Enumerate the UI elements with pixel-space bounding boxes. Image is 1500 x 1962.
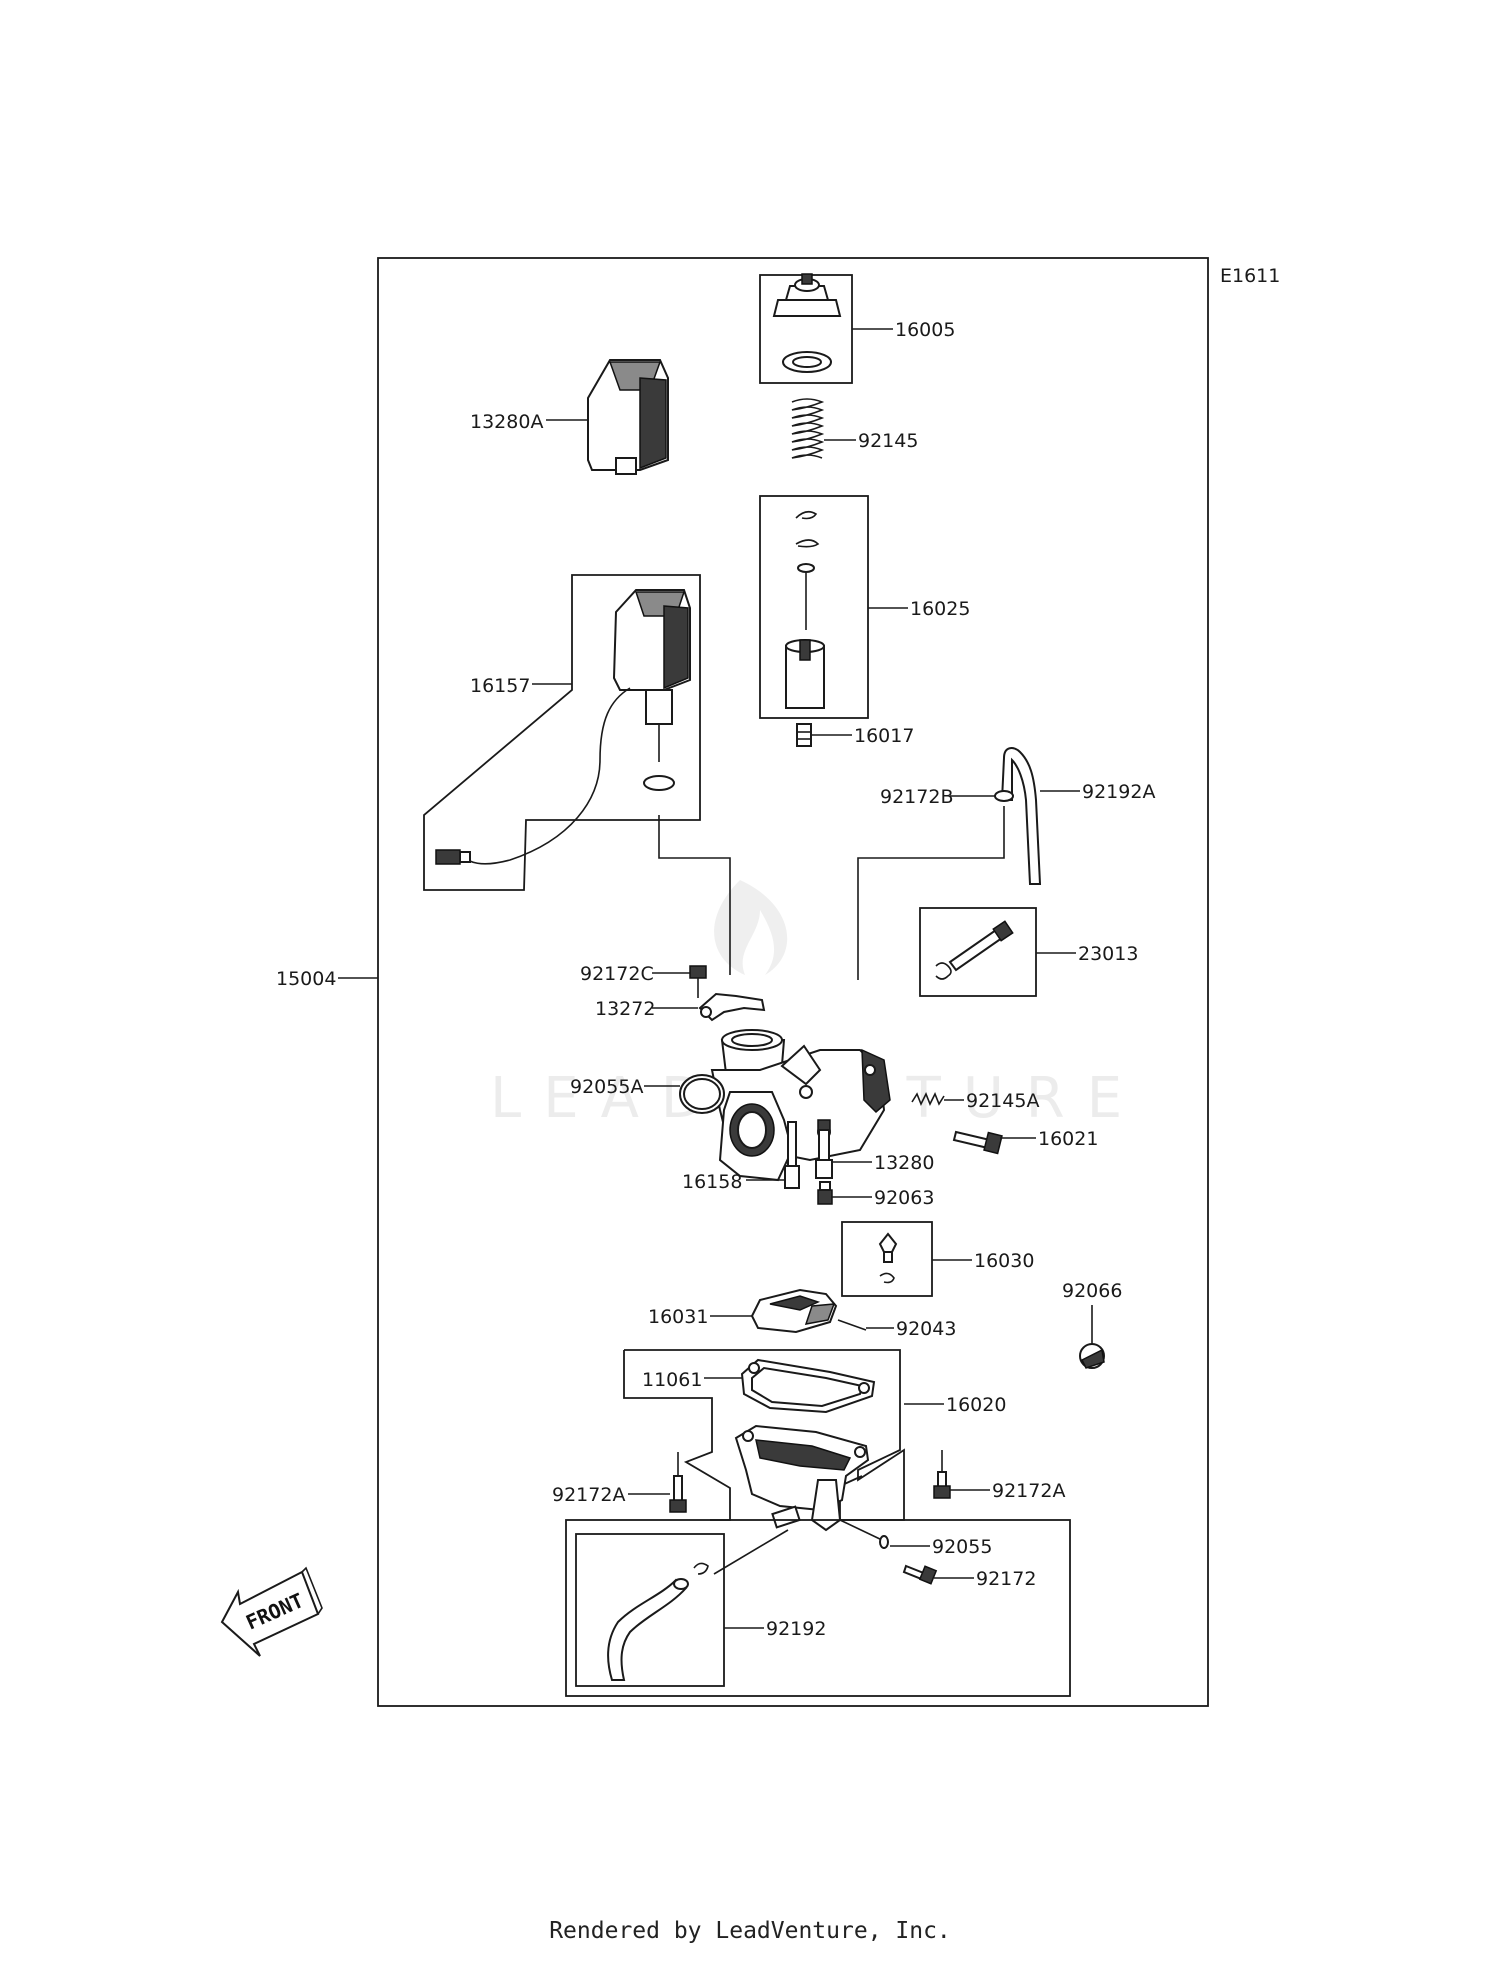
vent-clip-part[interactable]	[994, 790, 1014, 802]
label-92066[interactable]: 92066	[1062, 1280, 1122, 1302]
pilot-screw-part[interactable]	[935, 920, 1014, 980]
box-16030	[841, 1221, 933, 1297]
box-92192	[575, 1533, 725, 1687]
box-16025	[759, 495, 869, 719]
label-16005[interactable]: 16005	[895, 319, 955, 341]
idle-spring-part[interactable]	[911, 1092, 945, 1106]
drain-screw-part[interactable]	[902, 1564, 938, 1585]
carb-cap-part[interactable]	[772, 273, 842, 373]
choke-cover-part[interactable]	[587, 359, 669, 475]
float-part[interactable]	[750, 1288, 838, 1334]
label-16020[interactable]: 16020	[946, 1394, 1006, 1416]
label-16021[interactable]: 16021	[1038, 1128, 1098, 1150]
label-92172C[interactable]: 92172C	[580, 963, 654, 985]
idle-screw-part[interactable]	[952, 1130, 1003, 1155]
bowl-screw-left-part[interactable]	[669, 1475, 687, 1513]
label-11061[interactable]: 11061	[642, 1369, 702, 1391]
bowl-screw-right-part[interactable]	[933, 1471, 951, 1499]
box-lower-outer	[565, 1519, 1071, 1697]
label-92172A-right[interactable]: 92172A	[992, 1480, 1065, 1502]
label-92063[interactable]: 92063	[874, 1187, 934, 1209]
box-16157	[423, 574, 701, 891]
label-92172B[interactable]: 92172B	[880, 786, 953, 808]
slow-jet-part[interactable]	[784, 1121, 800, 1189]
bracket-screw-part[interactable]	[689, 965, 707, 998]
label-13280[interactable]: 13280	[874, 1152, 934, 1174]
drain-o-ring-part[interactable]	[879, 1535, 889, 1549]
diagram-code: E1611	[1220, 265, 1280, 287]
auto-choke-part[interactable]	[435, 589, 691, 865]
label-15004[interactable]: 15004	[276, 968, 336, 990]
label-92192A[interactable]: 92192A	[1082, 781, 1155, 803]
label-16030[interactable]: 16030	[974, 1250, 1034, 1272]
carburetor-body-part[interactable]	[710, 1029, 891, 1182]
label-16025[interactable]: 16025	[910, 598, 970, 620]
label-16031[interactable]: 16031	[648, 1306, 708, 1328]
label-92172[interactable]: 92172	[976, 1568, 1036, 1590]
label-92172A-left[interactable]: 92172A	[552, 1484, 625, 1506]
label-92043[interactable]: 92043	[896, 1318, 956, 1340]
label-92192[interactable]: 92192	[766, 1618, 826, 1640]
drain-tube-part[interactable]	[607, 1578, 689, 1681]
spring-part[interactable]	[791, 398, 825, 459]
box-16020	[624, 1349, 905, 1521]
label-92055[interactable]: 92055	[932, 1536, 992, 1558]
label-23013[interactable]: 23013	[1078, 943, 1138, 965]
label-13272[interactable]: 13272	[595, 998, 655, 1020]
label-92055A[interactable]: 92055A	[570, 1076, 643, 1098]
throttle-slide-part[interactable]	[785, 510, 825, 709]
bracket-part[interactable]	[698, 992, 766, 1022]
box-16020-left	[623, 1350, 731, 1521]
label-13280A[interactable]: 13280A	[470, 411, 543, 433]
needle-jet-part[interactable]	[796, 723, 812, 747]
watermark-flame-icon	[714, 880, 788, 975]
label-92145[interactable]: 92145	[858, 430, 918, 452]
vent-tube-part[interactable]	[1000, 747, 1042, 885]
label-92145A[interactable]: 92145A	[966, 1090, 1039, 1112]
drain-tube-clip-part[interactable]	[693, 1562, 709, 1575]
label-16158[interactable]: 16158	[682, 1171, 742, 1193]
float-valve-part[interactable]	[878, 1232, 898, 1284]
main-frame	[377, 257, 1209, 1707]
box-23013	[919, 907, 1037, 997]
drain-plug-part[interactable]	[1079, 1343, 1105, 1369]
float-bowl-part[interactable]	[734, 1424, 870, 1532]
o-ring-part[interactable]	[679, 1074, 725, 1114]
front-arrow-icon: FRONT	[220, 1566, 323, 1657]
float-bowl-gasket-part[interactable]	[740, 1358, 876, 1414]
main-jet-holder-part[interactable]	[815, 1119, 833, 1179]
label-16157[interactable]: 16157	[470, 675, 530, 697]
footer-credit: Rendered by LeadVenture, Inc.	[549, 1918, 951, 1944]
float-pin-part[interactable]	[837, 1319, 867, 1331]
main-jet-part[interactable]	[817, 1181, 833, 1205]
label-16017[interactable]: 16017	[854, 725, 914, 747]
